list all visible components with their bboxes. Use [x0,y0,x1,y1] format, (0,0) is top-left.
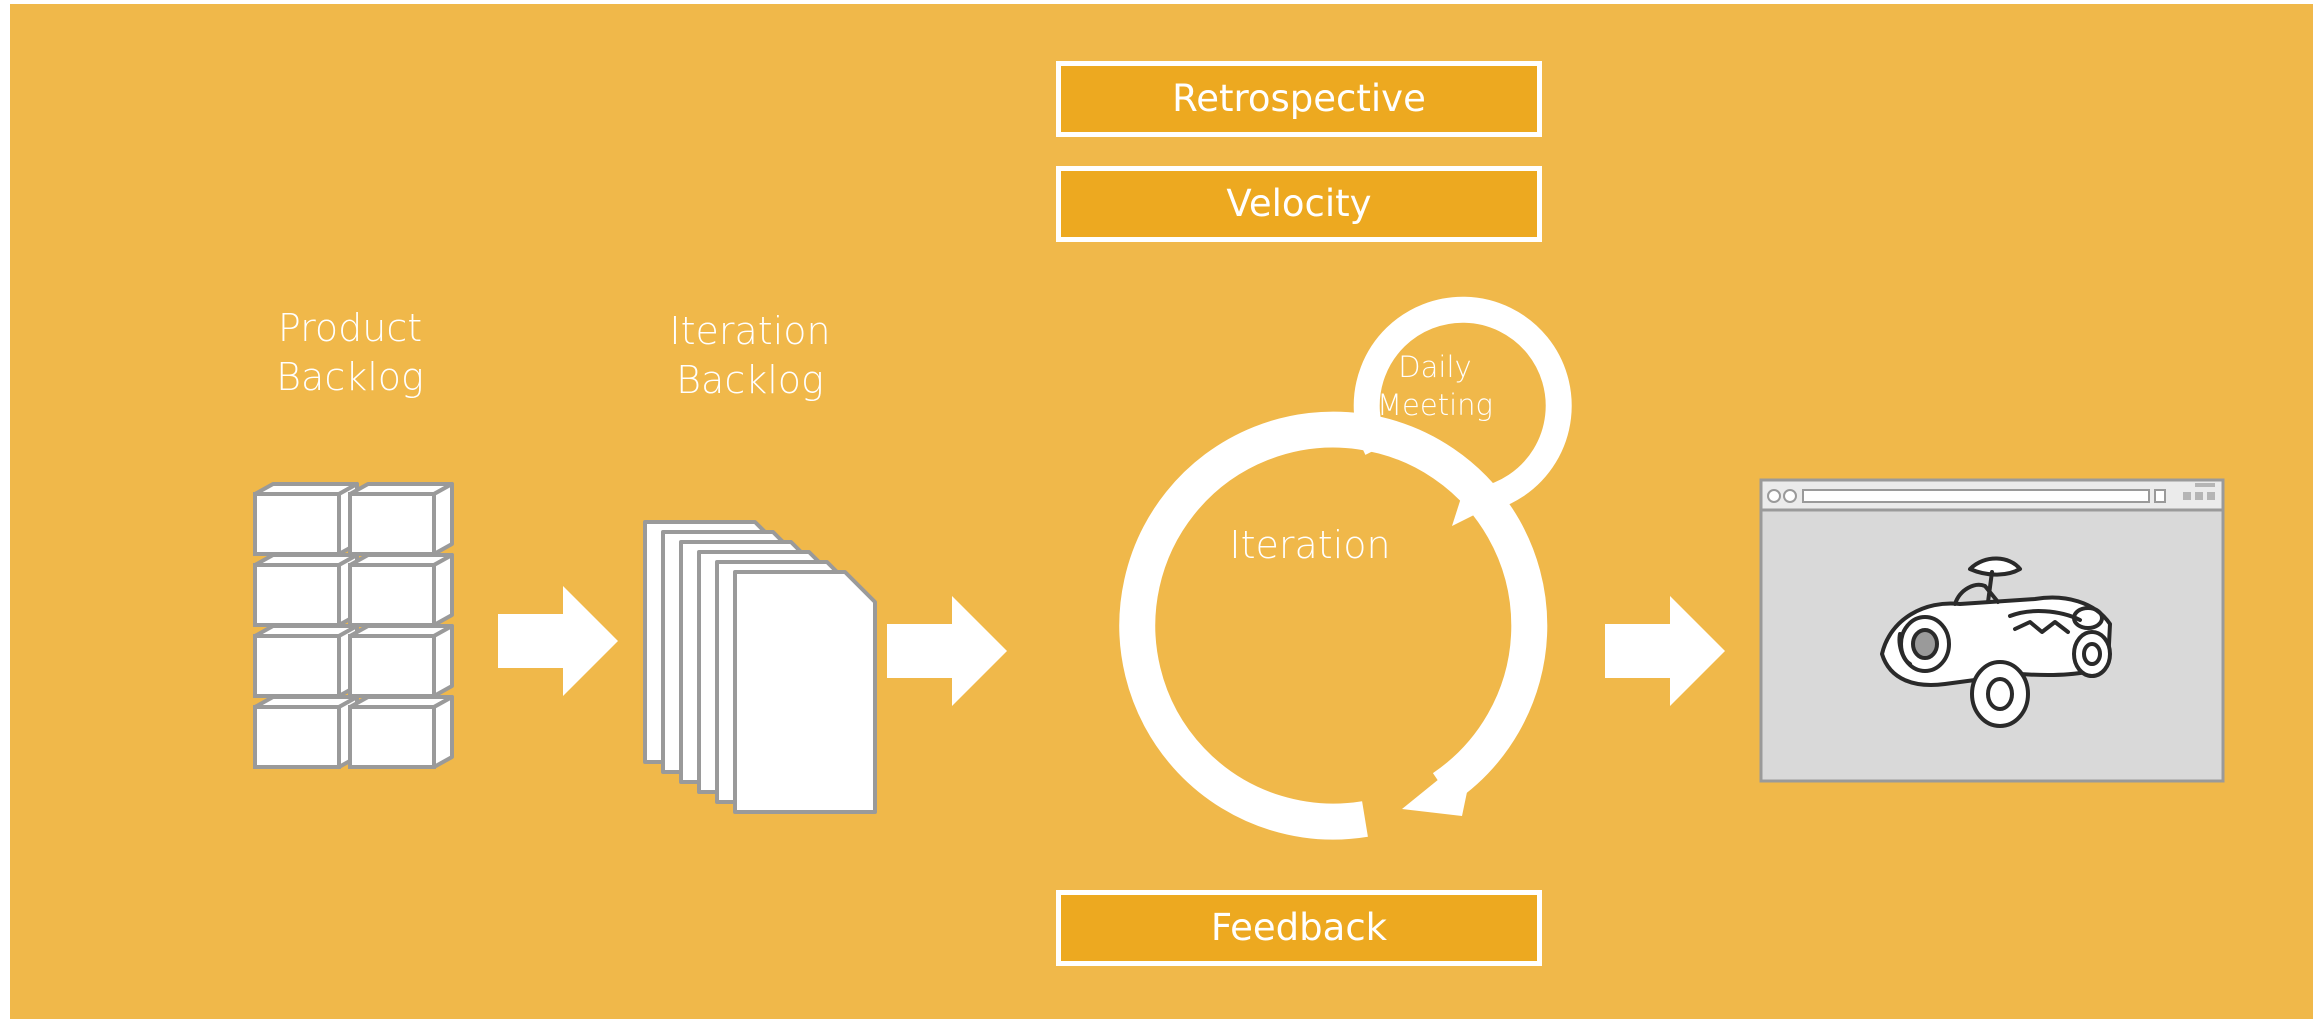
retrospective-label: Retrospective [1172,77,1426,120]
cube-stack-icon [253,482,454,769]
product-backlog-label: Product Backlog [200,304,500,403]
iteration-label: Iteration [1160,521,1460,570]
iteration-backlog-label: Iteration Backlog [600,307,900,406]
right-arrow-icon [1605,596,1725,706]
diagram-graphics [253,296,2225,840]
address-bar [1802,489,2150,503]
toy-car-icon [1880,556,2112,728]
feedback-label: Feedback [1210,906,1388,949]
browser-window-icon [1759,478,2225,783]
forward-icon [1783,489,1797,503]
document-stack-icon [643,520,877,814]
velocity-box: Velocity [1056,166,1542,242]
iteration-text: Iteration [1229,523,1391,567]
daily-meeting-label: Daily Meeting [1335,349,1535,424]
daily-meeting-line1: Daily [1398,350,1472,384]
diagram-canvas: Retrospective Velocity Feedback Product … [10,4,2313,1019]
product-backlog-line1: Product [277,306,423,350]
daily-meeting-line2: Meeting [1377,387,1493,422]
right-arrow-icon [498,586,618,696]
iteration-backlog-line1: Iteration [669,309,831,353]
cycle-arrow-icon [1119,411,1548,840]
feedback-box: Feedback [1056,890,1542,966]
back-icon [1767,489,1781,503]
product-backlog-line2: Backlog [276,355,424,400]
daily-cycle-arrow-icon [1353,296,1572,526]
retrospective-box: Retrospective [1056,61,1542,137]
velocity-label: Velocity [1226,182,1372,225]
iteration-backlog-line2: Backlog [676,358,824,403]
right-arrow-icon [887,596,1007,706]
